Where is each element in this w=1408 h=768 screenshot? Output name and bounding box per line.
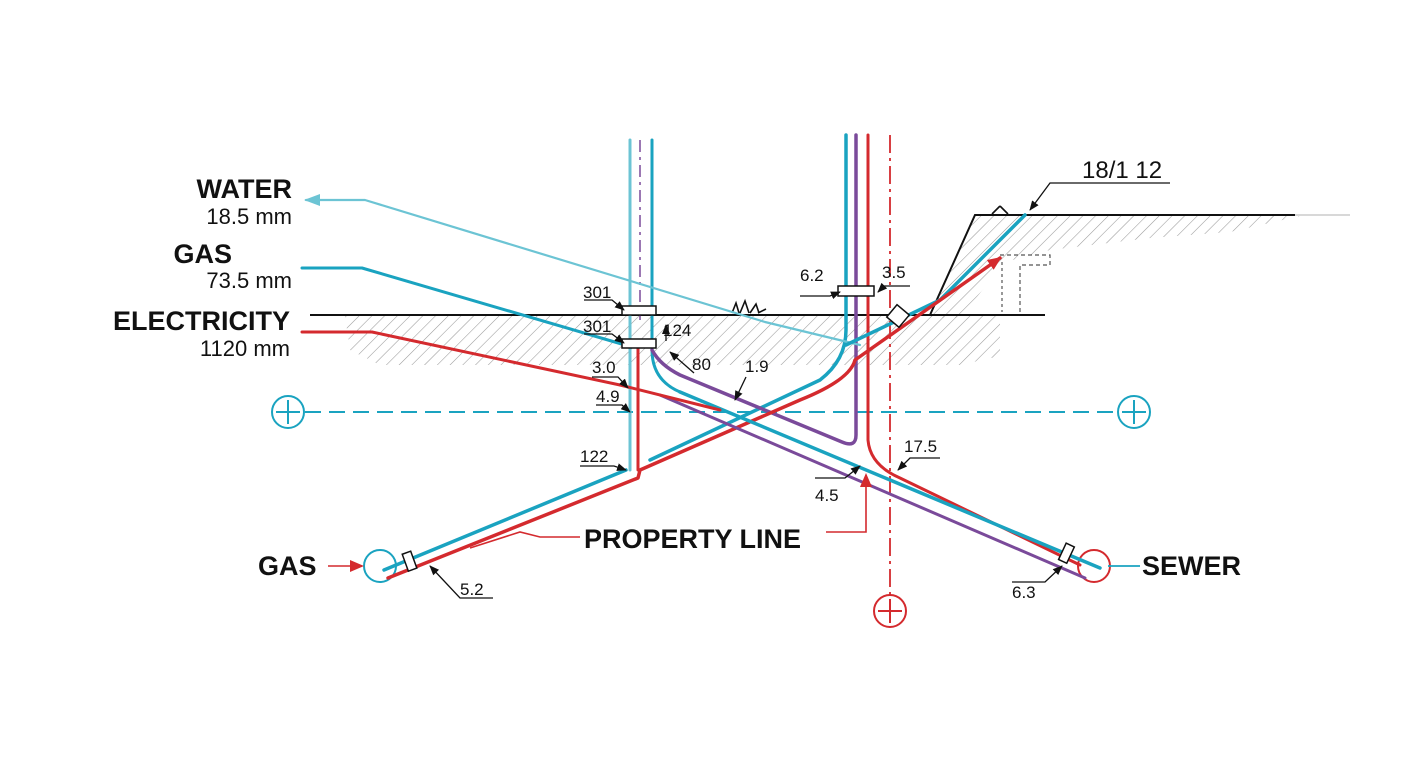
dim-4-9: 4.9 (596, 387, 620, 406)
section-mark-icon (271, 395, 305, 429)
embankment-dim-dashed (1000, 254, 1051, 312)
sewer-pipe-riser-right (650, 133, 858, 446)
datum-marker-icon (991, 205, 1009, 215)
main-labels: GAS SEWER PROPERTY LINE 18/1 12 (258, 157, 1241, 581)
section-mark-icon (873, 594, 907, 628)
electric-leader (300, 330, 622, 387)
gas-main-diagonal (382, 213, 1027, 572)
dim-301-top: 301 (583, 283, 611, 302)
gas-title: GAS (173, 239, 232, 269)
section-mark-icon (1117, 395, 1151, 429)
sewer-end-label: SEWER (1142, 551, 1241, 581)
embankment-hatch (930, 216, 1300, 318)
fittings (401, 285, 1076, 573)
dim-17-5: 17.5 (904, 437, 937, 456)
electricity-title: ELECTRICITY (113, 306, 290, 336)
dim-3-5: 3.5 (882, 263, 906, 282)
ground-section (310, 205, 1350, 365)
connection-symbol-icon (1057, 542, 1076, 565)
legend: WATER 18.5 mm GAS 73.5 mm ELECTRICITY 11… (113, 174, 292, 361)
dim-122: 122 (580, 447, 608, 466)
gas-leader (300, 266, 627, 347)
axis-lines (271, 135, 1151, 628)
dim-6-3: 6.3 (1012, 583, 1036, 602)
grass-tuft-icon (731, 298, 767, 314)
electric-main-diagonal (386, 256, 1002, 580)
connection-symbol-icon (621, 338, 657, 349)
gas-branch-sewer (678, 390, 1102, 570)
water-pipe-riser-right (648, 133, 848, 462)
dimension-leaders (328, 182, 1170, 599)
pipe-network (300, 133, 1102, 580)
connection-symbol-icon (837, 285, 875, 297)
electric-branch-left (618, 383, 722, 412)
dim-80: 80 (692, 355, 711, 374)
dim-5-2: 5.2 (460, 580, 484, 599)
dim-4-5: 4.5 (815, 486, 839, 505)
electricity-size: 1120 mm (200, 336, 290, 361)
connection-symbol-icon (401, 550, 418, 573)
dim-3-0: 3.0 (592, 358, 616, 377)
connection-symbol-icon (621, 305, 657, 316)
electric-pipe-riser-right (866, 133, 1082, 567)
section-ref-label: 18/1 12 (1082, 157, 1162, 184)
property-line-label: PROPERTY LINE (584, 524, 801, 554)
embankment-line (929, 214, 1295, 316)
water-leader (304, 194, 862, 347)
dim-6-2: 6.2 (800, 266, 824, 285)
dim-301-bottom: 301 (583, 317, 611, 336)
dimension-labels: 301 301 124 3.0 4.9 80 1.9 6.2 3.5 122 1… (460, 263, 1036, 602)
connection-symbol-icon (885, 303, 911, 329)
gas-end-label: GAS (258, 551, 317, 581)
sewer-branch (658, 393, 1087, 580)
gas-size: 73.5 mm (206, 268, 292, 293)
dim-1-9: 1.9 (745, 357, 769, 376)
water-title: WATER (197, 174, 293, 204)
ground-hatch-main (345, 316, 1000, 365)
water-size: 18.5 mm (206, 204, 292, 229)
dim-124: 124 (663, 321, 691, 340)
